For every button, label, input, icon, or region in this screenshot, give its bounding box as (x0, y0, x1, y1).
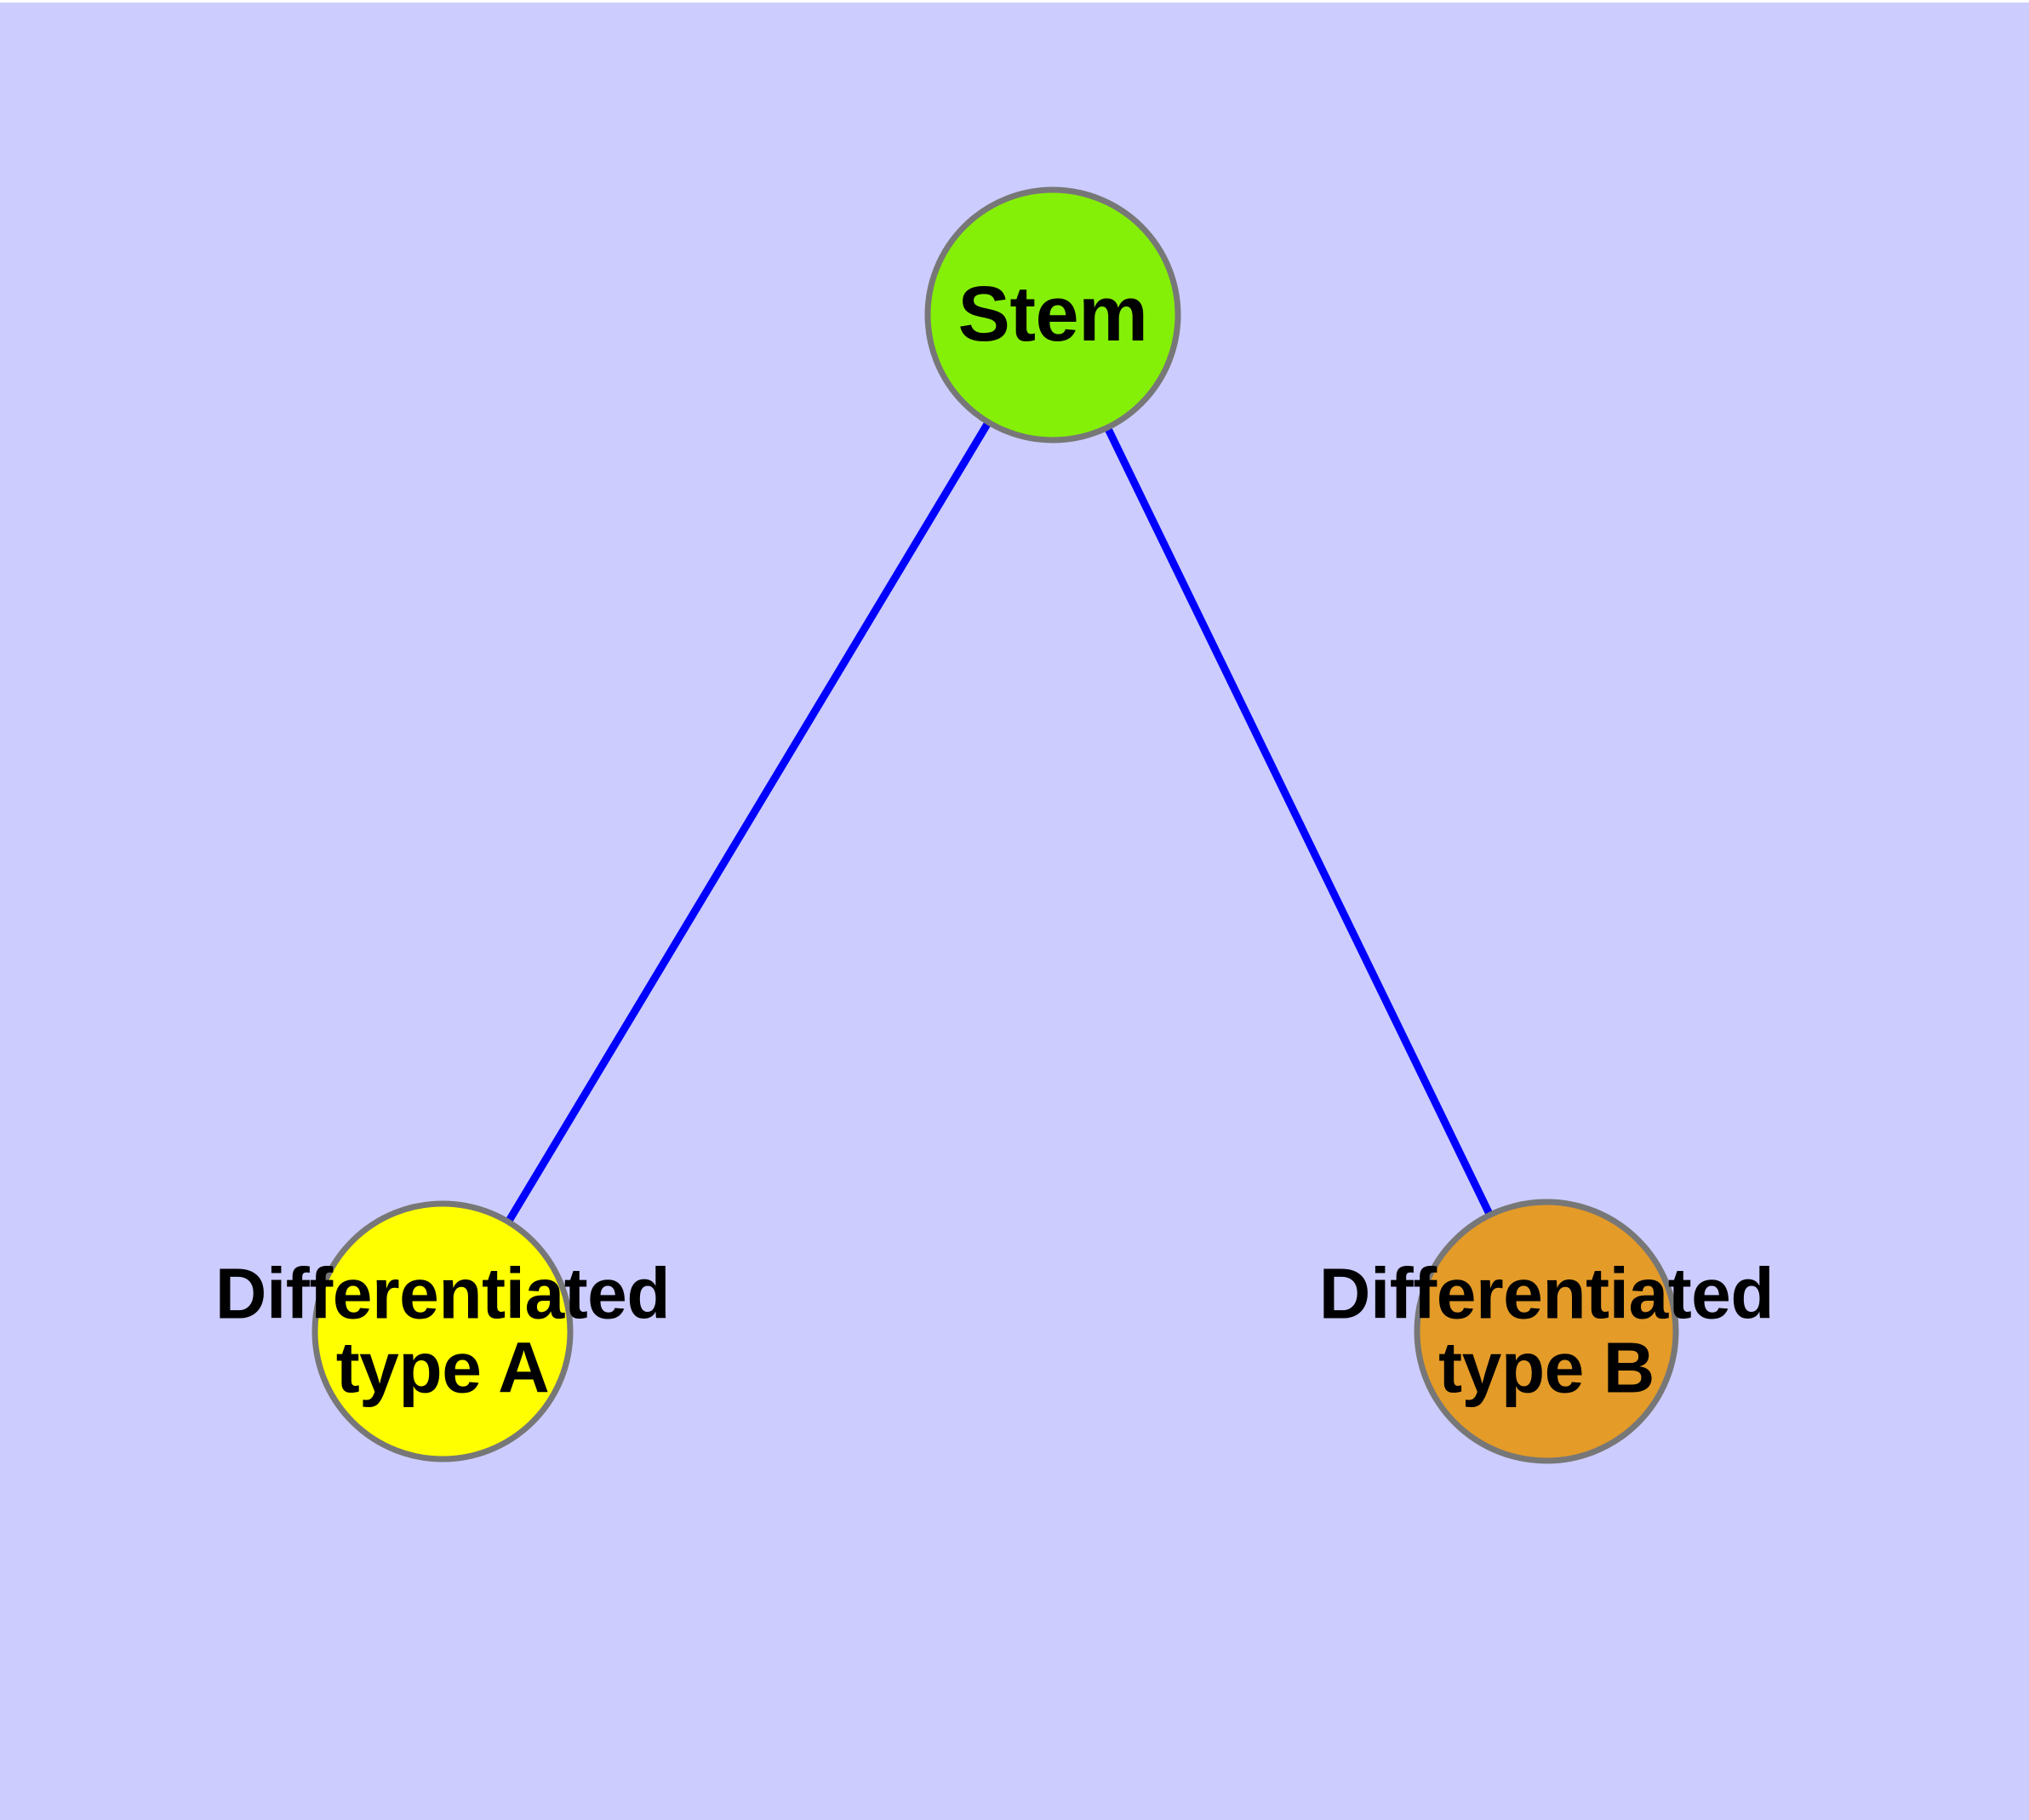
edges-group (506, 421, 1493, 1223)
graph-svg (311, 186, 1679, 1464)
graph-edge-stem-diff_b[interactable] (1105, 427, 1493, 1216)
graph-node-diff_b[interactable] (1414, 1199, 1679, 1464)
graph-node-diff_a[interactable] (311, 1200, 574, 1462)
graph-node-stem[interactable] (924, 186, 1181, 444)
graph-edge-stem-diff_a[interactable] (506, 421, 992, 1223)
nodes-group (311, 186, 1679, 1464)
